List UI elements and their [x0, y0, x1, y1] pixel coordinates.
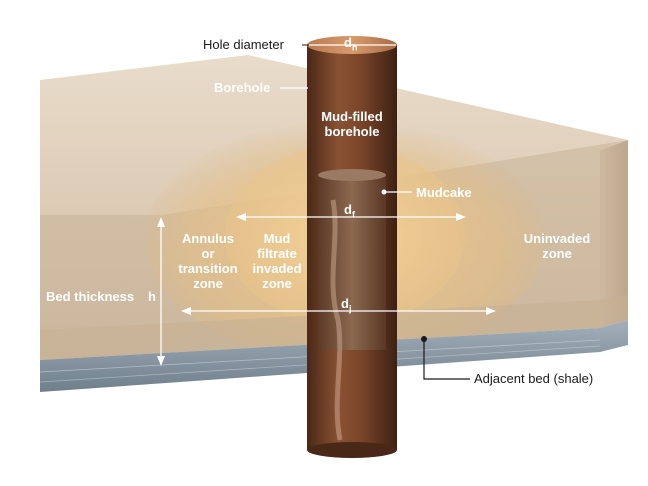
- uninvaded-line2: zone: [542, 246, 572, 261]
- mud-line3: invaded: [252, 261, 302, 276]
- adjacent-bed-label: Adjacent bed (shale): [474, 371, 594, 386]
- df-symbol: df: [344, 202, 355, 220]
- annulus-line1: Annulus: [182, 231, 234, 246]
- bed-thickness-label: Bed thickness: [46, 289, 135, 304]
- block-right-face: [600, 140, 628, 328]
- borehole-label: Borehole: [214, 80, 271, 95]
- mud-line1: Mud: [263, 231, 291, 246]
- df-sub: f: [351, 209, 355, 220]
- mud-filtrate-invaded-zone-label: Mud filtrate invaded zone: [246, 231, 308, 291]
- dh-sub: h: [351, 42, 358, 53]
- annulus-label: Annulus or transition zone: [176, 231, 240, 291]
- dh-main: d: [344, 35, 352, 50]
- borehole-bottom: [307, 442, 397, 458]
- mudcake-section: [318, 175, 386, 350]
- mud-line4: zone: [262, 276, 292, 291]
- df-main: d: [344, 202, 352, 217]
- uninvaded-line1: Uninvaded: [523, 231, 591, 246]
- h-symbol: h: [148, 289, 156, 304]
- mud-filled-line1: Mud-filled: [321, 109, 383, 124]
- mud-line2: filtrate: [257, 246, 297, 261]
- dj-main: d: [341, 296, 349, 311]
- annulus-line3: transition: [178, 261, 238, 276]
- mudcake-label: Mudcake: [416, 185, 472, 200]
- annulus-line2: or: [201, 246, 215, 261]
- annulus-line4: zone: [193, 276, 223, 291]
- mud-filled-borehole-label: Mud-filled borehole: [314, 109, 390, 139]
- dj-symbol: dj: [341, 296, 351, 314]
- dj-sub: j: [348, 303, 352, 314]
- mud-filled-line2: borehole: [324, 124, 380, 139]
- dh-symbol: dh: [344, 35, 357, 53]
- uninvaded-zone-label: Uninvaded zone: [515, 231, 599, 261]
- hole-diameter-label: Hole diameter: [203, 37, 284, 52]
